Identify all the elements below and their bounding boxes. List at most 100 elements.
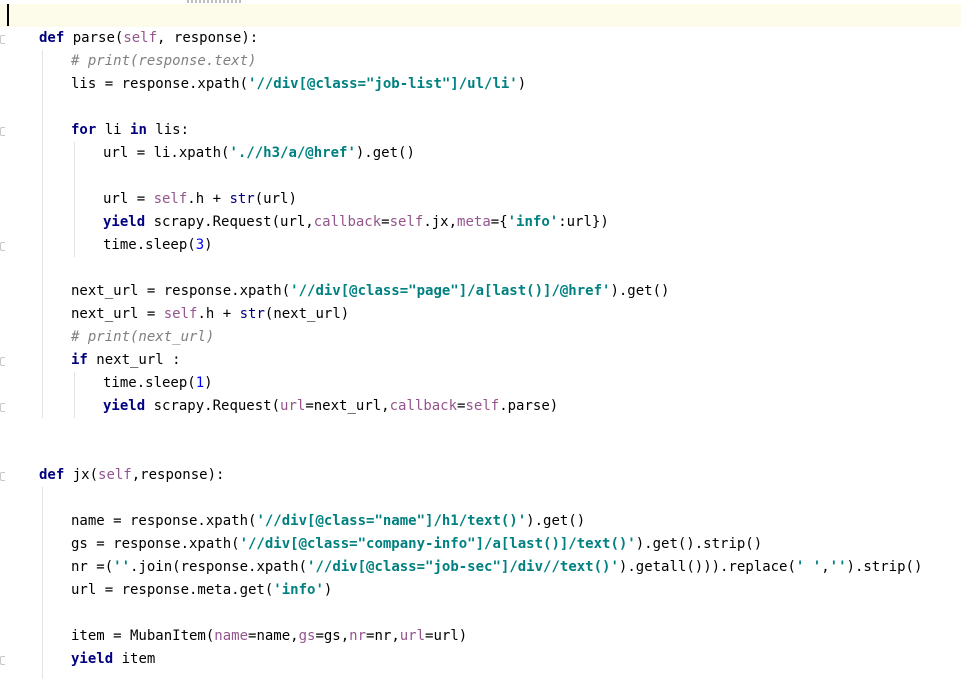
code-token: yield: [103, 214, 146, 230]
code-line[interactable]: def parse(self, response):: [39, 27, 258, 49]
code-token: self: [389, 214, 424, 230]
code-token: nr: [349, 628, 367, 644]
code-token: (next_url): [264, 306, 350, 322]
code-token: next_url :: [87, 352, 181, 368]
code-token: parse(: [64, 30, 124, 46]
code-token: yield: [71, 651, 114, 667]
fold-marker-icon[interactable]: [0, 242, 5, 251]
code-token: time.sleep(: [103, 375, 196, 391]
code-token: url: [399, 628, 426, 644]
code-line[interactable]: yield item: [71, 648, 155, 670]
code-line[interactable]: nr =(''.join(response.xpath('//div[@clas…: [71, 556, 922, 578]
code-token: =gs,: [315, 628, 350, 644]
current-line-highlight: [0, 4, 961, 27]
code-line[interactable]: # print(next_url): [71, 326, 214, 348]
code-token: url =: [103, 191, 154, 207]
code-token: , response):: [157, 30, 259, 46]
code-token: meta: [457, 214, 491, 230]
code-line[interactable]: gs = response.xpath('//div[@class="compa…: [71, 533, 762, 555]
code-token: jx(: [64, 467, 99, 483]
indent-guide: [42, 50, 43, 418]
code-token: str: [229, 191, 255, 207]
code-line[interactable]: name = response.xpath('//div[@class="nam…: [71, 510, 585, 532]
code-token: '//div[@class="company-info"]/a[last()]/…: [239, 536, 636, 552]
code-token: self: [163, 306, 198, 322]
code-token: in: [130, 122, 147, 138]
code-token: (url): [254, 191, 297, 207]
code-token: ).get(): [526, 513, 586, 529]
code-token: '//div[@class="job-sec"]/div//text()': [307, 559, 619, 575]
code-token: 1: [195, 375, 205, 391]
code-token: ' ': [795, 559, 822, 575]
code-token: =: [381, 214, 390, 230]
code-token: self: [98, 467, 132, 483]
fold-marker-icon[interactable]: [0, 127, 5, 136]
code-token: time.sleep(: [103, 237, 196, 253]
code-token: ).getall())).replace(: [618, 559, 796, 575]
code-token: ).get().strip(): [635, 536, 763, 552]
code-token: .jx,: [423, 214, 458, 230]
code-token: ): [204, 237, 213, 253]
code-token: .parse): [499, 398, 559, 414]
code-line[interactable]: yield scrapy.Request(url,callback=self.j…: [103, 211, 609, 233]
code-token: url = li.xpath(: [103, 145, 230, 161]
code-token: for: [71, 122, 97, 138]
code-line[interactable]: def jx(self,response):: [39, 464, 224, 486]
code-token: self: [465, 398, 500, 414]
code-token: if: [71, 352, 88, 368]
text-caret: [7, 4, 9, 26]
code-token: .h +: [197, 306, 240, 322]
code-line[interactable]: if next_url :: [71, 349, 181, 371]
code-token: =next_url,: [305, 398, 390, 414]
code-token: yield: [103, 398, 146, 414]
fold-marker-icon[interactable]: [0, 35, 5, 44]
indent-guide: [74, 142, 75, 257]
fold-marker-icon[interactable]: [0, 403, 5, 412]
code-token: =nr,: [366, 628, 400, 644]
code-token: # print(response.text): [71, 53, 257, 69]
code-token: next_url =: [71, 306, 164, 322]
code-token: lis = response.xpath(: [71, 76, 249, 92]
code-line[interactable]: time.sleep(3): [103, 234, 213, 256]
code-token: scrapy.Request(: [145, 398, 281, 414]
code-line[interactable]: for li in lis:: [71, 119, 189, 141]
code-token: ).get(): [355, 145, 415, 161]
code-token: next_url = response.xpath(: [71, 283, 291, 299]
code-line[interactable]: # print(response.text): [71, 50, 256, 72]
code-token: # print(next_url): [71, 329, 215, 345]
indent-guide: [74, 372, 75, 418]
code-token: .join(response.xpath(: [130, 559, 308, 575]
code-token: .h +: [187, 191, 230, 207]
code-token: 'info': [507, 214, 559, 230]
fold-marker-icon[interactable]: [0, 656, 5, 665]
code-line[interactable]: lis = response.xpath('//div[@class="job-…: [71, 73, 526, 95]
code-token: scrapy.Request(url,: [145, 214, 314, 230]
code-line[interactable]: url = self.h + str(url): [103, 188, 297, 210]
code-line[interactable]: time.sleep(1): [103, 372, 213, 394]
code-token: ): [517, 76, 527, 92]
code-line[interactable]: yield scrapy.Request(url=next_url,callba…: [103, 395, 558, 417]
code-token: '//div[@class="job-list"]/ul/li': [248, 76, 518, 92]
code-line[interactable]: item = MubanItem(name=name,gs=gs,nr=nr,u…: [71, 625, 467, 647]
code-token: './/h3/a/@href': [229, 145, 356, 161]
code-token: ,: [821, 559, 830, 575]
code-token: item = MubanItem(: [71, 628, 215, 644]
code-line[interactable]: next_url = response.xpath('//div[@class=…: [71, 280, 669, 302]
code-token: =url): [425, 628, 468, 644]
code-line[interactable]: url = response.meta.get('info'): [71, 579, 332, 601]
code-token: '//div[@class="page"]/a[last()]/@href': [290, 283, 611, 299]
code-token: ).get(): [610, 283, 670, 299]
code-token: gs = response.xpath(: [71, 536, 240, 552]
code-line[interactable]: url = li.xpath('.//h3/a/@href').get(): [103, 142, 415, 164]
fold-marker-icon[interactable]: [0, 357, 5, 366]
fold-marker-icon[interactable]: [0, 472, 5, 481]
code-token: lis:: [146, 122, 190, 138]
code-token: '': [113, 559, 131, 575]
code-line[interactable]: next_url = self.h + str(next_url): [71, 303, 349, 325]
code-token: ): [323, 582, 333, 598]
code-token: name: [214, 628, 249, 644]
code-token: callback: [313, 214, 382, 230]
indent-guide: [42, 487, 43, 679]
code-token: li: [96, 122, 131, 138]
